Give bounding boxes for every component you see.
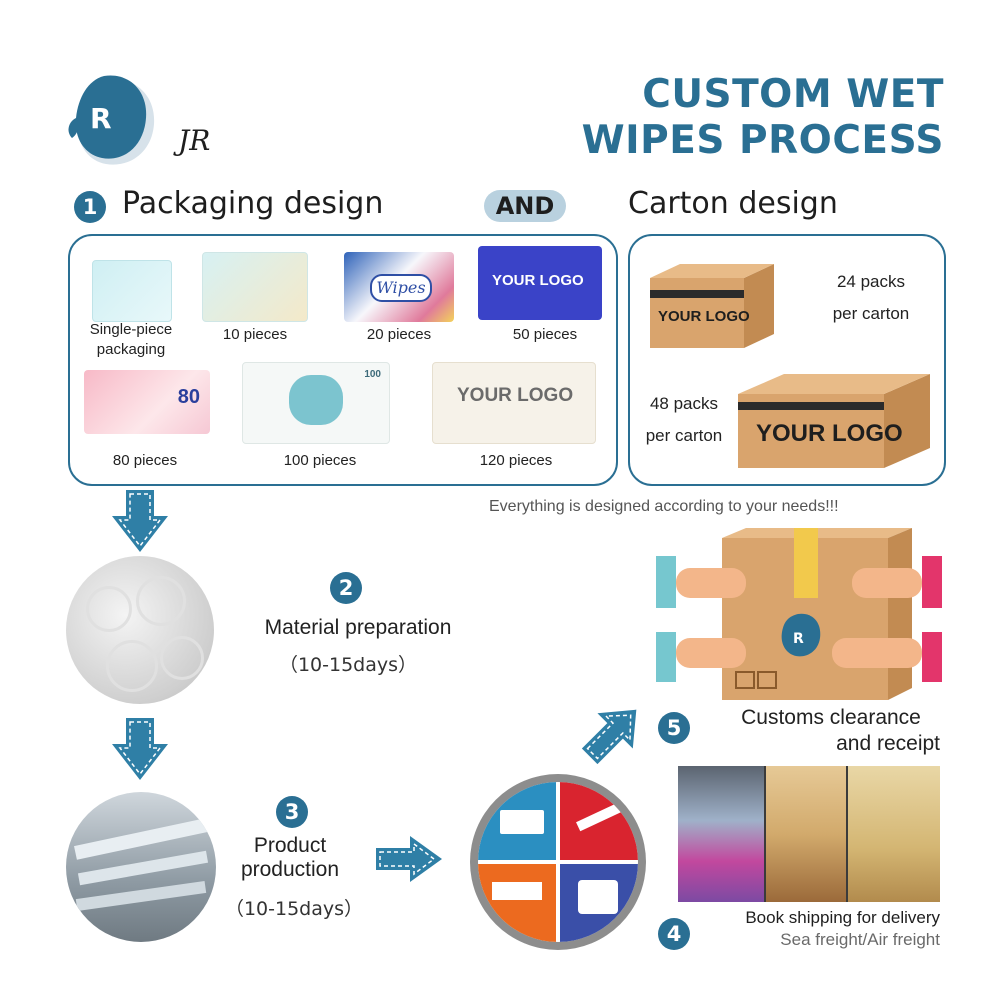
pack-120-label: 120 pieces — [479, 452, 553, 469]
design-note: Everything is designed according to your… — [489, 498, 839, 515]
title-line-1: CUSTOM WET — [642, 72, 944, 117]
pack-10-image — [202, 252, 308, 322]
step-1-badge: 1 — [74, 191, 106, 223]
pack-single-label: Single-piece packaging — [89, 321, 173, 358]
carton-24-print: YOUR LOGO — [658, 308, 750, 325]
step-3-days: （10-15days） — [224, 898, 364, 920]
step-4-badge: 4 — [658, 918, 690, 950]
right-arrow-icon — [376, 836, 442, 882]
step-5-label-1: Customs clearance — [741, 706, 921, 729]
carton-48-print: YOUR LOGO — [756, 420, 903, 447]
carton-24-label-2: per carton — [832, 304, 910, 323]
pack-20-print: Wipes — [370, 274, 432, 302]
carton-48-image: YOUR LOGO — [734, 364, 934, 472]
ship-icon — [478, 864, 556, 942]
logo-mark — [68, 75, 155, 165]
pack-80-print: 80 — [177, 386, 200, 408]
material-photo — [66, 556, 214, 704]
step-4-sub: Sea freight/Air freight — [780, 930, 940, 949]
up-right-arrow-icon — [581, 709, 637, 765]
pack-single-image — [92, 260, 172, 322]
pack-100-print: 100 — [364, 369, 381, 380]
pack-10-label: 10 pieces — [222, 326, 288, 343]
pack-50-image: YOUR LOGO — [478, 246, 602, 320]
warehouse-photos — [678, 766, 940, 902]
down-arrow-icon-1 — [112, 490, 168, 552]
brand-logo: R — [68, 72, 158, 172]
step-3-label-1: Product — [253, 834, 327, 857]
packaging-panel: Single-piece packaging 10 pieces Wipes 2… — [68, 234, 618, 486]
pack-100-window — [289, 375, 343, 425]
logo-letter: R — [90, 102, 112, 135]
pack-100-label: 100 pieces — [283, 452, 357, 469]
svg-text:R: R — [793, 631, 804, 647]
step-2-badge: 2 — [330, 572, 362, 604]
step-3-label-2: production — [240, 858, 340, 881]
down-arrow-icon-2 — [112, 718, 168, 780]
logo-script: JR — [178, 124, 211, 157]
pack-80-label: 80 pieces — [112, 452, 178, 469]
production-photo — [66, 792, 216, 942]
carton-24-image: YOUR LOGO — [646, 256, 778, 352]
page-title: CUSTOM WET WIPES PROCESS — [504, 72, 944, 164]
pack-120-image: YOUR LOGO — [432, 362, 596, 444]
step-2-label: Material preparation — [264, 616, 452, 639]
step-3-badge: 3 — [276, 796, 308, 828]
pack-20-label: 20 pieces — [366, 326, 432, 343]
step-5-label-2: and receipt — [836, 732, 940, 755]
carton-48-label-2: per carton — [645, 426, 723, 445]
pack-120-print: YOUR LOGO — [457, 385, 574, 406]
carton-panel: YOUR LOGO 24 packs per carton 48 packs p… — [628, 234, 946, 486]
pack-50-label: 50 pieces — [512, 326, 578, 343]
carton-design-heading: Carton design — [628, 186, 838, 221]
pack-50-print: YOUR LOGO — [492, 272, 584, 289]
title-line-2: WIPES PROCESS — [581, 118, 944, 163]
delivery-illustration: R — [656, 528, 942, 706]
logistics-icon — [470, 774, 646, 950]
pack-20-image: Wipes — [344, 252, 454, 322]
carton-48-label-1: 48 packs — [649, 394, 719, 413]
step-4-label: Book shipping for delivery — [745, 908, 940, 927]
and-pill: AND — [484, 190, 566, 222]
pack-80-image: 80 — [84, 370, 210, 434]
step-2-days: （10-15days） — [278, 654, 418, 676]
packaging-design-heading: Packaging design — [122, 186, 384, 221]
step-5-badge: 5 — [658, 712, 690, 744]
carton-24-label-1: 24 packs — [836, 272, 906, 291]
pack-100-image: 100 — [242, 362, 390, 444]
